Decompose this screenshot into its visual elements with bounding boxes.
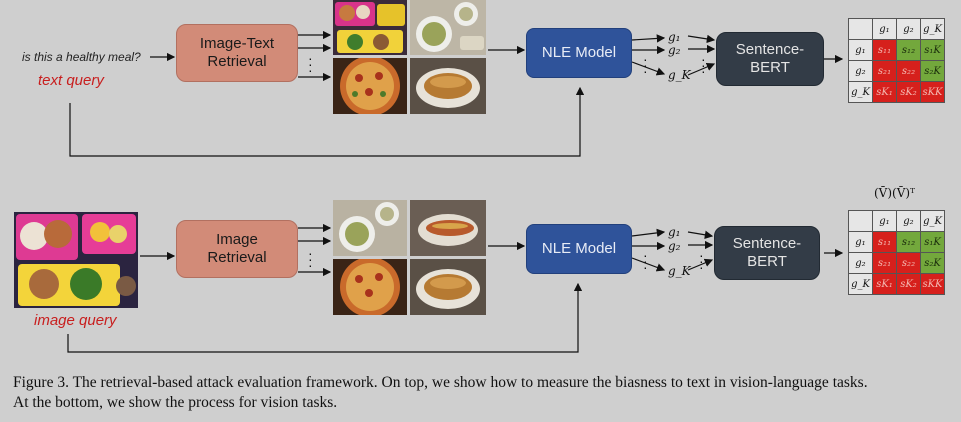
matrix-cell: s₁₁: [872, 231, 897, 253]
retrieved-image-hotdog-icon: [410, 200, 486, 256]
matrix-cell: s₂₁: [872, 252, 897, 274]
matrix-row-header: g_K: [848, 81, 873, 103]
matrix-cell: sK₁: [872, 273, 897, 295]
matrix-cell: s₂K: [920, 60, 945, 82]
nle-model-box-top: NLE Model: [526, 28, 632, 78]
more-images-dots: ···: [308, 245, 313, 273]
sbert-line2: BERT: [747, 253, 787, 270]
matrix-cell: sK₁: [872, 81, 897, 103]
matrix-col-header: g₁: [872, 18, 897, 40]
matrix-cell: s₂₂: [896, 252, 921, 274]
bottom-gk-label: g_K: [668, 264, 691, 278]
matrix-cell: s₁₂: [896, 39, 921, 61]
matrix-corner: [848, 18, 873, 40]
sentence-bert-box-bottom: Sentence-BERT: [714, 226, 820, 280]
matrix-cell: s₂K: [920, 252, 945, 274]
matrix-cell: s₁K: [920, 231, 945, 253]
sentence-bert-box-top: Sentence-BERT: [716, 32, 824, 86]
similarity-matrix-bottom: g₁ g₂ g_K g₁ s₁₁ s₁₂ s₁K g₂ s₂₁ s₂₂ s₂K …: [848, 210, 945, 295]
retrieved-image-soup-icon: [333, 200, 407, 256]
retrieval-label-line1: Image-Text: [199, 35, 275, 52]
matrix-col-header: g₂: [896, 18, 921, 40]
figure-caption: Figure 3. The retrieval-based attack eva…: [13, 373, 953, 413]
top-g2-label: g₂: [668, 43, 681, 57]
nle-model-box-bottom: NLE Model: [526, 224, 632, 274]
retrieval-label-line2: Retrieval: [207, 53, 267, 70]
matrix-corner: [848, 210, 873, 232]
retrieved-image-pizza-icon: [333, 259, 407, 315]
matrix-cell: s₂₁: [872, 60, 897, 82]
caption-line2: At the bottom, we show the process for v…: [13, 394, 338, 411]
matrix-row-header: g₂: [848, 60, 873, 82]
text-query-sentence: is this a healthy meal?: [22, 50, 141, 64]
bottom-g2-label: g₂: [668, 239, 681, 253]
matrix-col-header: g_K: [920, 210, 945, 232]
top-gk-label: g_K: [668, 68, 691, 82]
matrix-row-header: g₂: [848, 252, 873, 274]
similarity-matrix-top: g₁ g₂ g_K g₁ s₁₁ s₁₂ s₁K g₂ s₂₁ s₂₂ s₂K …: [848, 18, 945, 103]
matrix-title: (V̄)(V̄)ᵀ: [874, 186, 916, 200]
nle-model-label: NLE Model: [541, 44, 617, 61]
matrix-cell: s₁K: [920, 39, 945, 61]
matrix-cell: sKK: [920, 81, 945, 103]
matrix-row-header: g_K: [848, 273, 873, 295]
caption-line1: Figure 3. The retrieval-based attack eva…: [13, 374, 868, 391]
sbert-line2: BERT: [750, 59, 790, 76]
image-query-bento-icon: [14, 212, 138, 308]
retrieval-label-line1: Image: [216, 231, 258, 248]
sbert-line1: Sentence-: [732, 235, 802, 252]
matrix-col-header: g_K: [920, 18, 945, 40]
retrieved-image-pizza-icon: [333, 58, 407, 114]
matrix-cell: sK₂: [896, 273, 921, 295]
retrieved-image-bread-icon: [410, 259, 486, 315]
image-query-label: image query: [34, 312, 117, 329]
matrix-row-header: g₁: [848, 231, 873, 253]
matrix-cell: s₂₂: [896, 60, 921, 82]
retrieved-image-bento-icon: [333, 0, 407, 55]
bottom-g1-label: g₁: [668, 225, 681, 239]
top-g1-label: g₁: [668, 30, 681, 44]
matrix-row-header: g₁: [848, 39, 873, 61]
matrix-col-header: g₁: [872, 210, 897, 232]
matrix-cell: s₁₂: [896, 231, 921, 253]
matrix-cell: s₁₁: [872, 39, 897, 61]
retrieved-image-bread-icon: [410, 58, 486, 114]
retrieval-label-line2: Retrieval: [207, 249, 267, 266]
explanation-dots: ···: [701, 51, 706, 79]
text-query-label: text query: [38, 72, 104, 89]
model-output-dots: ···: [643, 51, 648, 79]
matrix-cell: sKK: [920, 273, 945, 295]
retrieved-image-soup-icon: [410, 0, 486, 55]
matrix-cell: sK₂: [896, 81, 921, 103]
model-output-dots: ···: [643, 247, 648, 275]
nle-model-label: NLE Model: [541, 240, 617, 257]
sbert-line1: Sentence-: [735, 41, 805, 58]
more-images-dots: ···: [308, 50, 313, 78]
matrix-col-header: g₂: [896, 210, 921, 232]
explanation-dots: ···: [699, 247, 704, 275]
